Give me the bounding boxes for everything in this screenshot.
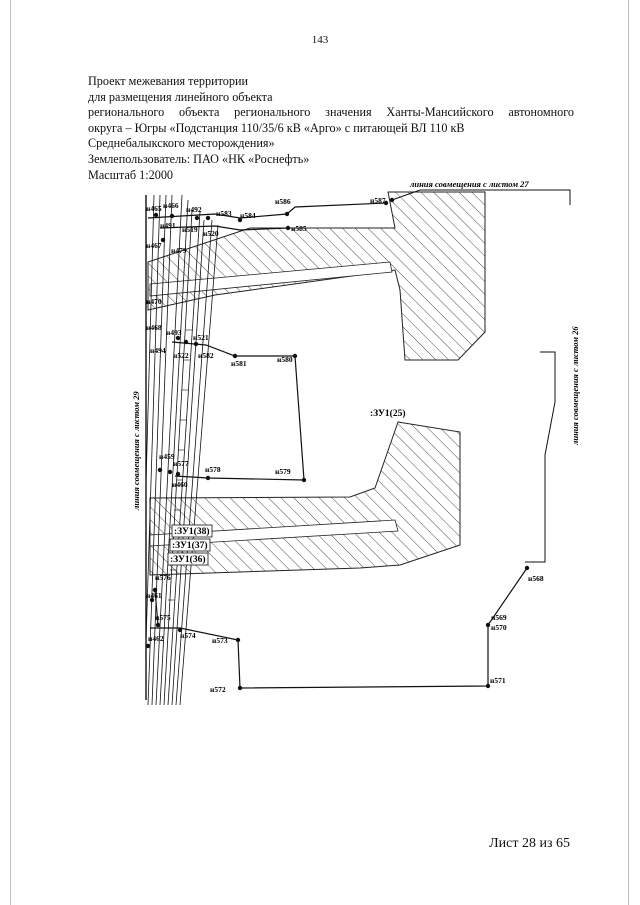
point-label: н521 bbox=[193, 333, 209, 342]
point-label: н519 bbox=[182, 225, 198, 234]
hatched-strip-south-inner bbox=[149, 519, 399, 547]
match-line-top: линия совмещения с листом 27 bbox=[391, 179, 571, 205]
match-line-right: линия совмещения с листом 26 bbox=[525, 326, 580, 563]
point-label: н569 bbox=[491, 613, 507, 622]
point-label: н493 bbox=[166, 328, 182, 337]
point-label: н578 bbox=[205, 465, 221, 474]
point-label: н479 bbox=[171, 246, 187, 255]
hatched-areas bbox=[147, 191, 486, 576]
match-line-left: линия совмещения с листом 29 bbox=[131, 391, 141, 511]
point-label: н460 bbox=[172, 480, 188, 489]
point-label: н574 bbox=[180, 631, 196, 640]
point-label: н576 bbox=[155, 573, 171, 582]
point-label: н579 bbox=[275, 467, 291, 476]
boundary-north-inner bbox=[159, 225, 289, 231]
corridor-dash-marks bbox=[168, 329, 192, 601]
parcel-label-stack: :ЗУ1(38) :ЗУ1(37) :ЗУ1(36) bbox=[167, 524, 213, 566]
point-label: н459 bbox=[159, 452, 175, 461]
point-label: н468 bbox=[146, 323, 162, 332]
point-label: н586 bbox=[275, 197, 291, 206]
header-line-1: Проект межевания территории bbox=[88, 74, 249, 88]
point-label: н571 bbox=[490, 676, 506, 685]
parcel-label-zu1-25: :ЗУ1(25) bbox=[370, 408, 406, 419]
header-line-5: Среднебалыкского месторождения» bbox=[88, 136, 275, 151]
point-label: н583 bbox=[216, 209, 232, 218]
match-line-right-label: линия совмещения с листом 26 bbox=[570, 326, 580, 446]
parcel-label-zu1-36: :ЗУ1(36) bbox=[170, 554, 206, 565]
header-line-7: Масштаб 1:2000 bbox=[88, 167, 174, 182]
page-number: 143 bbox=[311, 34, 329, 46]
point-label: н492 bbox=[186, 205, 202, 214]
point-label: н470 bbox=[146, 297, 162, 306]
point-labels: н465 н466 н492 н583 н584 н586 н587 н491 … bbox=[146, 196, 544, 694]
parcel-label-zu1-38: :ЗУ1(38) bbox=[174, 526, 210, 537]
boundary-north bbox=[147, 202, 387, 219]
parcel-label-zu1-37: :ЗУ1(37) bbox=[172, 540, 208, 551]
point-label: н494 bbox=[150, 346, 166, 355]
match-line-left-label: линия совмещения с листом 29 bbox=[131, 391, 141, 511]
hatched-strip-north-inner bbox=[149, 261, 393, 297]
point-label: н584 bbox=[240, 211, 256, 220]
scan-edge-right bbox=[628, 0, 629, 905]
point-label: н575 bbox=[155, 613, 171, 622]
parcel-labels: :ЗУ1(25) :ЗУ1(38) :ЗУ1(37) :ЗУ1(36) bbox=[167, 408, 406, 566]
scan-edge-left bbox=[10, 0, 11, 905]
boundary-south bbox=[150, 567, 528, 689]
point-label: н462 bbox=[148, 634, 164, 643]
point-label: н573 bbox=[212, 636, 228, 645]
match-line-top-label: линия совмещения с листом 27 bbox=[409, 179, 529, 189]
point-label: н461 bbox=[146, 591, 162, 600]
point-label: н580 bbox=[277, 355, 293, 364]
header-line-3: регионального объекта регионального знач… bbox=[88, 105, 574, 120]
point-label: н577 bbox=[173, 459, 189, 468]
point-label: н522 bbox=[173, 351, 189, 360]
point-label: н568 bbox=[528, 574, 544, 583]
point-label: н465 bbox=[146, 204, 162, 213]
header-line-2: для размещения линейного объекта bbox=[88, 89, 273, 104]
header-line-6: Землепользователь: ПАО «НК «Роснефть» bbox=[88, 151, 310, 166]
point-label: н467 bbox=[146, 241, 162, 250]
header-line-4: округа – Югры «Подстанция 110/35/6 кВ «А… bbox=[88, 120, 465, 135]
boundary-points bbox=[145, 197, 530, 691]
point-label: н570 bbox=[491, 623, 507, 632]
point-label: н520 bbox=[203, 229, 219, 238]
point-label: н587 bbox=[370, 196, 386, 205]
point-label: н572 bbox=[210, 685, 226, 694]
powerline-corridor bbox=[146, 194, 219, 706]
document-header: Проект межевания территории для размещен… bbox=[88, 74, 574, 183]
point-label: н585 bbox=[291, 224, 307, 233]
sheet-number: Лист 28 из 65 bbox=[489, 836, 570, 851]
boundary-left-lower bbox=[154, 589, 159, 626]
point-label: н491 bbox=[160, 221, 176, 230]
point-label: н466 bbox=[163, 201, 179, 210]
point-label: н582 bbox=[198, 351, 214, 360]
point-label: н581 bbox=[231, 359, 247, 368]
